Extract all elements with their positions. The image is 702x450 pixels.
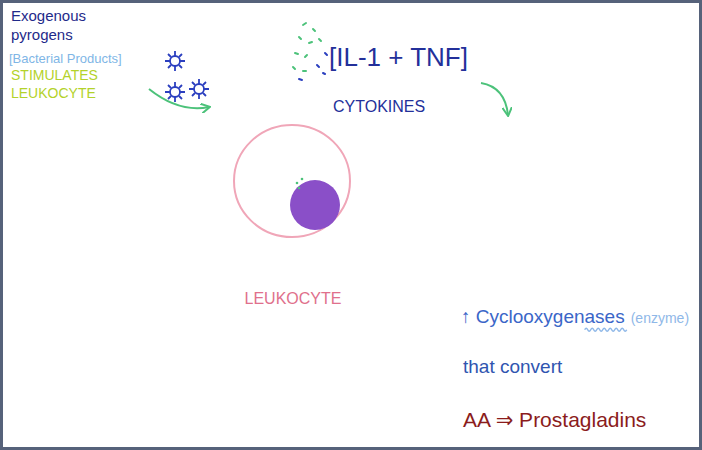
bracket-note: [Bacterial Products] (9, 51, 122, 67)
cascade-arrow (481, 83, 508, 115)
cytokine-sparks (293, 23, 327, 80)
stimulus-arrow (149, 89, 209, 108)
cell-node: LEUKOCYTE (229, 121, 357, 308)
heading-note: Exogenous pyrogens (11, 7, 103, 45)
wavy-underline (585, 328, 627, 331)
whiteboard: Exogenous pyrogens [Bacterial Products]ST… (3, 3, 699, 447)
enzyme-label: ↑ Cyclooxygenases (461, 305, 625, 329)
cell-label: LEUKOCYTE (245, 289, 342, 308)
bacteria-icons (165, 51, 209, 102)
cell-outline (229, 121, 357, 243)
cytokine-caption: CYTOKINES (333, 97, 425, 117)
process-note: that convert (463, 355, 562, 379)
enzyme-note: (enzyme) (631, 310, 689, 328)
action-note: STIMULATES LEUKOCYTE (11, 67, 115, 102)
cytokine-label: [IL-1 + TNF] (329, 41, 468, 74)
reaction-label: AA ⇒ Prostagladins (463, 407, 646, 433)
